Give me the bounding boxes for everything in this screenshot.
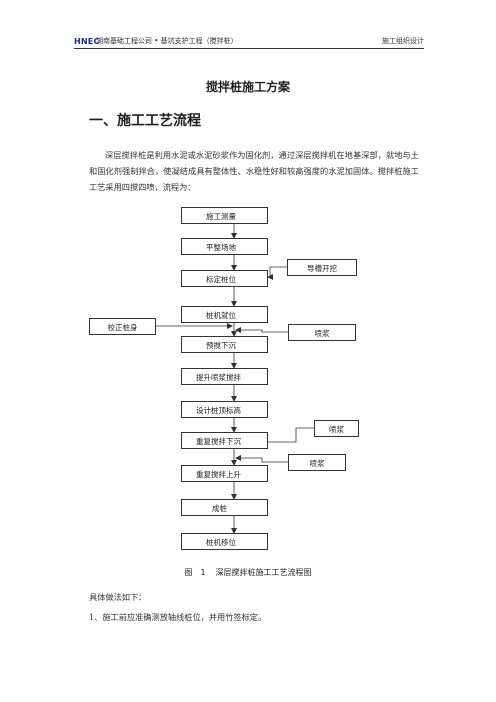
side-note-spray-1: 喷浆 — [288, 324, 356, 341]
flow-step-level-site: 平整场地 — [181, 238, 268, 255]
header-company: 湖南基础工程公司 • 基坑支护工程（搅拌桩） — [96, 37, 238, 45]
side-note-spray-3: 喷浆 — [288, 454, 346, 471]
intro-paragraph: 深层搅拌桩是利用水泥或水泥砂浆作为固化剂，通过深层搅拌机在地基深部，就地与土和固… — [89, 150, 419, 192]
flow-step-position-rig: 桩机就位 — [181, 306, 268, 323]
side-note-correct-pile: 校正桩身 — [89, 318, 156, 335]
header-doc-type: 施工组织设计 — [382, 37, 424, 45]
document-title: 搅拌桩施工方案 — [205, 80, 290, 94]
flow-step-repeat-sink: 重复搅拌下沉 — [181, 432, 268, 449]
section-heading: 一、施工工艺流程 — [89, 113, 201, 129]
flow-step-survey: 施工测量 — [181, 207, 268, 224]
flow-step-mark-pile: 标定桩位 — [181, 270, 268, 287]
figure-caption: 图 1 深层搅拌桩施工工艺流程图 — [0, 567, 496, 578]
flow-step-lift-spray: 提升喷浆搅拌 — [181, 368, 268, 385]
company-logo: HNEC — [74, 37, 100, 46]
side-note-trench: 导槽开挖 — [287, 259, 357, 276]
flow-step-repeat-lift: 重复搅拌上升 — [181, 465, 268, 482]
flow-step-design-top: 设计桩顶标高 — [181, 401, 268, 418]
method-intro: 具体做法如下： — [89, 592, 147, 602]
side-note-spray-2: 喷浆 — [314, 420, 359, 437]
flow-step-premix-sink: 预搅下沉 — [181, 336, 268, 353]
spray-1-connector — [235, 327, 288, 333]
page-header: HNEC 湖南基础工程公司 • 基坑支护工程（搅拌桩） 施工组织设计 — [74, 34, 424, 49]
trench-connector — [267, 266, 287, 280]
figure-caption-text: 深层搅拌桩施工工艺流程图 — [215, 568, 312, 577]
figure-number: 图 1 — [184, 568, 206, 577]
spray-3-connector — [235, 455, 288, 463]
flow-step-pile-formed: 成桩 — [181, 499, 268, 516]
flow-step-move-rig: 桩机移位 — [181, 533, 268, 550]
method-item-1: 1、施工前应准确测放轴线桩位，并用竹签标定。 — [89, 612, 267, 622]
